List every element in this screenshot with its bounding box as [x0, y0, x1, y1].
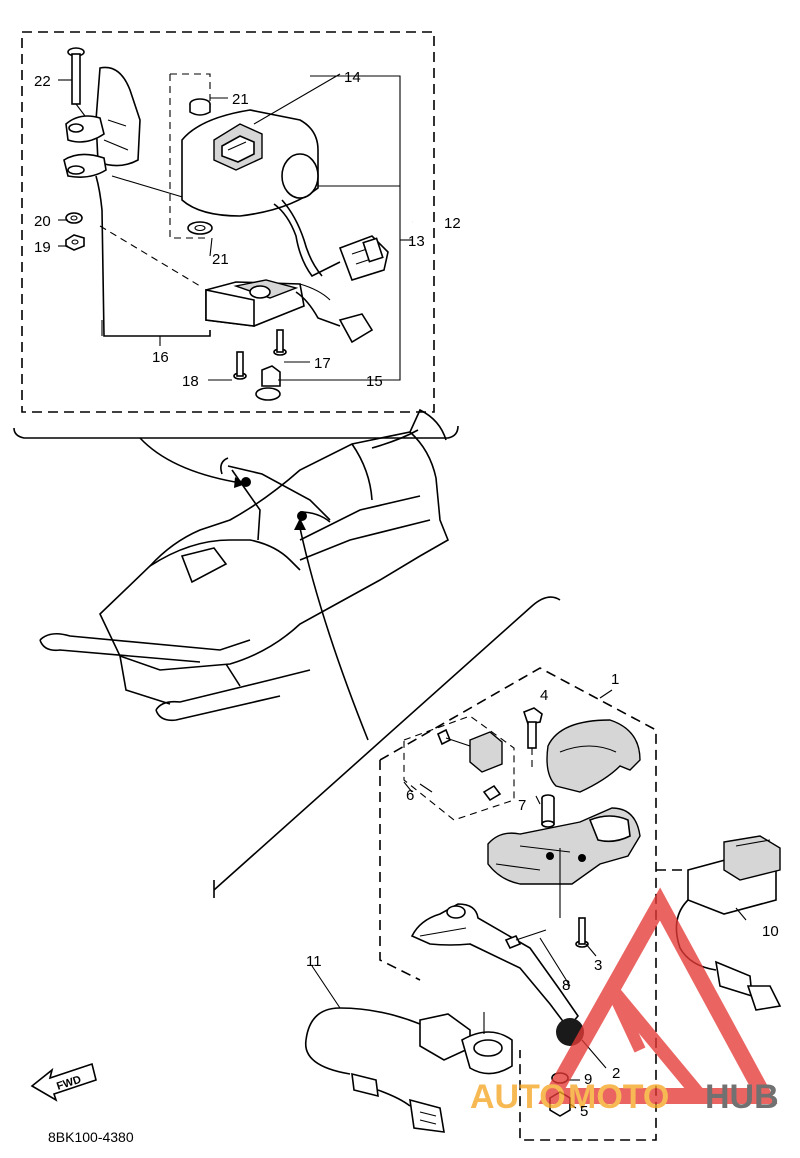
switch-base-16-icon — [205, 279, 374, 344]
callout-9: 9 — [584, 1071, 592, 1088]
lever-bracket-icon — [487, 807, 641, 885]
callout-20: 20 — [34, 213, 51, 230]
nut-19-icon — [65, 234, 85, 251]
callout-12: 12 — [444, 215, 461, 232]
drawing-code: 8BK100-4380 — [48, 1129, 134, 1145]
bolt-4-icon — [523, 707, 543, 770]
callout-3: 3 — [594, 957, 602, 974]
callout-6: 6 — [406, 787, 414, 804]
callout-15: 15 — [366, 373, 383, 390]
callout-17: 17 — [314, 355, 331, 372]
callout-21-bottom: 21 — [212, 251, 229, 268]
callout-14: 14 — [344, 69, 361, 86]
callout-16: 16 — [152, 349, 169, 366]
callout-11: 11 — [306, 953, 322, 970]
callout-10: 10 — [762, 923, 779, 940]
block-6-icon — [469, 731, 503, 773]
grommet-21-top-icon — [189, 98, 211, 116]
watermark-text-hub: HUB — [705, 1078, 779, 1116]
throttle-lever-icon — [410, 903, 580, 1030]
screw-17-icon — [273, 329, 287, 356]
callout-19: 19 — [34, 239, 51, 256]
watermark: AUTO MOTO HUB — [470, 887, 779, 1116]
watermark-text-moto: MOTO — [568, 1078, 669, 1116]
washer-20-icon — [65, 212, 83, 224]
callout-1: 1 — [611, 671, 619, 688]
top-inset — [13, 31, 459, 488]
switch-housing-14-icon — [181, 109, 389, 281]
callout-22: 22 — [34, 73, 51, 90]
callout-13: 13 — [408, 233, 425, 250]
callout-21-top: 21 — [232, 91, 249, 108]
screw-3-icon — [575, 917, 589, 948]
bottom-inset — [213, 596, 782, 1141]
collar-7-icon — [541, 794, 555, 828]
screw-8-icon — [504, 929, 547, 950]
callout-18: 18 — [182, 373, 199, 390]
callout-8: 8 — [562, 977, 570, 994]
housing-cover-icon — [546, 719, 641, 793]
bolt-6-icon — [436, 728, 471, 747]
screw-18-icon — [233, 351, 247, 380]
hinge-bracket-icon — [63, 66, 141, 178]
callout-2: 2 — [612, 1065, 620, 1082]
grommet-21-bottom-icon — [187, 221, 213, 235]
watermark-text-auto: AUTO — [470, 1078, 566, 1116]
callout-7: 7 — [518, 797, 526, 814]
callout-4: 4 — [540, 687, 548, 704]
callout-5: 5 — [580, 1103, 588, 1120]
fwd-arrow: FWD — [30, 1062, 97, 1102]
clip-6-icon — [482, 784, 502, 802]
bolt-15-icon — [255, 365, 281, 401]
bolt-22-icon — [67, 47, 89, 121]
callout-labels: 1 2 3 4 5 6 7 8 9 10 11 12 13 14 15 16 1… — [34, 69, 779, 1145]
snowmobile-outline — [39, 408, 450, 741]
sensor-11-icon — [304, 1007, 513, 1133]
switch-10-icon — [675, 835, 782, 1011]
